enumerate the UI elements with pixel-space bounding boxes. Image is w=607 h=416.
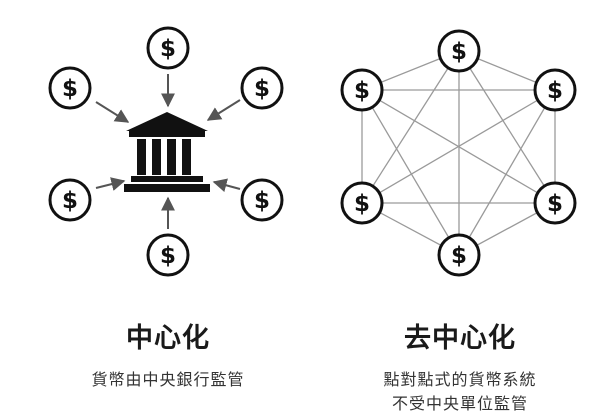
centralized-subtitle: 貨幣由中央銀行監管: [91, 370, 245, 389]
dollar-coin-icon: $: [240, 178, 284, 222]
arrow: [206, 99, 241, 121]
connection-line: [361, 50, 460, 204]
dollar-sign-icon: $: [354, 78, 370, 104]
arrow: [95, 177, 126, 191]
dollar-coin-icon: $: [48, 178, 92, 222]
connection-line: [458, 89, 556, 256]
dollar-sign-icon: $: [62, 76, 78, 102]
arrows-to-bank: [95, 74, 241, 229]
dollar-sign-icon: $: [254, 76, 270, 102]
dollar-sign-icon: $: [160, 243, 176, 269]
centralized-coins: $ $ $ $ $ $: [48, 26, 284, 277]
decentralized-title: 去中心化: [404, 323, 516, 354]
dollar-sign-icon: $: [547, 78, 563, 104]
dollar-coin-icon: $: [146, 26, 190, 70]
dollar-coin-icon: $: [340, 181, 384, 225]
dollar-coin-icon: $: [240, 66, 284, 110]
decentralized-subtitle-line2: 不受中央單位監管: [391, 394, 528, 413]
dollar-sign-icon: $: [62, 188, 78, 214]
bank-building-icon: [124, 112, 210, 192]
dollar-sign-icon: $: [254, 188, 270, 214]
dollar-sign-icon: $: [547, 191, 563, 217]
dollar-sign-icon: $: [354, 191, 370, 217]
dollar-sign-icon: $: [160, 36, 176, 62]
dollar-sign-icon: $: [451, 243, 467, 269]
connection-line: [361, 89, 556, 204]
arrow: [212, 178, 241, 193]
decentralized-subtitle-line1: 點對點式的貨幣系統: [383, 370, 537, 389]
dollar-coin-icon: $: [48, 66, 92, 110]
dollar-coin-icon: $: [533, 68, 577, 112]
arrow: [95, 101, 130, 123]
centralized-network: $ $ $ $ $ $: [48, 26, 284, 277]
connection-line: [458, 50, 556, 204]
dollar-coin-icon: $: [533, 181, 577, 225]
peer-connection-lines: [361, 50, 556, 256]
dollar-coin-icon: $: [146, 233, 190, 277]
connection-line: [361, 89, 460, 256]
dollar-coin-icon: $: [437, 29, 481, 73]
dollar-sign-icon: $: [451, 39, 467, 65]
decentralized-coins: $ $ $ $ $ $: [340, 29, 577, 277]
dollar-coin-icon: $: [340, 68, 384, 112]
dollar-coin-icon: $: [437, 233, 481, 277]
centralized-title: 中心化: [126, 323, 210, 354]
decentralized-network: $ $ $ $ $ $: [340, 29, 577, 277]
